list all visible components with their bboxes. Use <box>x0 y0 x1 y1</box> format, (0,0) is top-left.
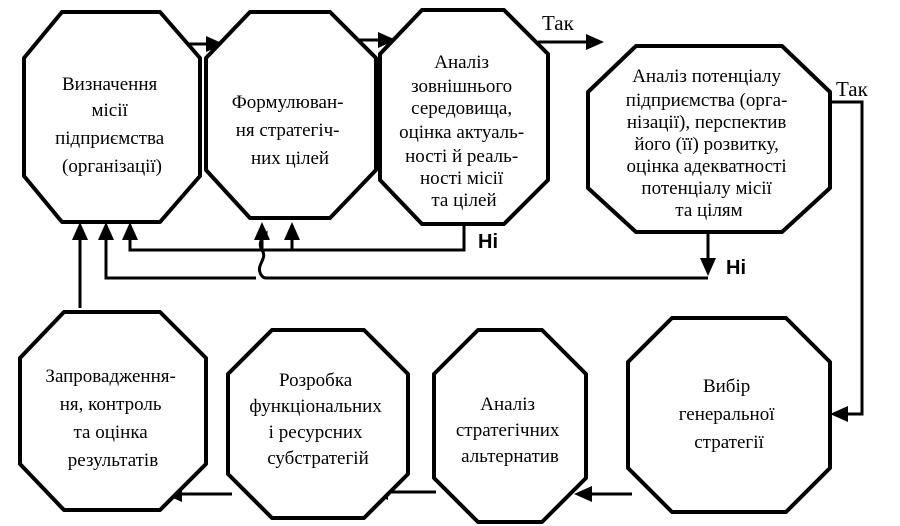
label-line: Аналіз <box>434 52 489 73</box>
label-line: його (її) розвитку, <box>634 134 778 155</box>
label-line: (організації) <box>62 156 162 177</box>
node-label: Розробка функціональних і ресурсних субс… <box>249 370 386 469</box>
edge-label-no-potential: Ні <box>726 257 746 279</box>
node-label: Формулюван- ня стратегіч- них цілей <box>232 92 349 169</box>
octagon-shape <box>226 328 410 520</box>
node-alternatives: Аналіз стратегічних альтернатив <box>432 328 588 524</box>
label-line: Формулюван- <box>232 92 344 113</box>
octagon-shape <box>22 10 202 224</box>
edge-potential-no-loop-left <box>104 238 256 280</box>
node-implementation: Запровадження- ня, контроль та оцінка ре… <box>18 310 208 512</box>
node-env-analysis: Аналіз зовнішнього середовища, оцінка ак… <box>378 8 550 226</box>
label-line: ності місії <box>420 168 504 189</box>
edge-label-no-env: Ні <box>478 231 498 253</box>
arrowhead <box>206 36 224 52</box>
label-line: нізації), перспектив <box>627 112 787 133</box>
arrowhead <box>98 222 114 240</box>
node-general-strategy: Вибір генеральної стратегії <box>626 316 832 514</box>
label-line: Запровадження- <box>45 366 175 387</box>
node-label: Аналіз потенціалу підприємства (орга- ні… <box>626 66 792 221</box>
line-crossover-hop <box>258 249 267 280</box>
node-mission: Визначення місії підприємства (організац… <box>22 10 202 224</box>
label-line: ня, контроль <box>60 394 162 415</box>
arrowhead <box>574 486 592 502</box>
arrowhead <box>72 222 88 240</box>
label-line: субстратегій <box>267 448 369 469</box>
octagon-shape <box>626 316 832 514</box>
label-line: оцінка адекватності <box>627 156 787 177</box>
label-line: Вибір <box>703 376 750 397</box>
label-line: та оцінка <box>74 422 149 443</box>
node-label: Запровадження- ня, контроль та оцінка ре… <box>45 366 180 471</box>
arrowhead <box>830 406 848 422</box>
label-line: підприємства (орга- <box>626 90 788 111</box>
label-line: Аналіз <box>480 394 535 415</box>
arrowhead <box>122 222 138 240</box>
label-line: потенціалу місії <box>641 178 772 199</box>
label-line: альтернатив <box>461 446 559 467</box>
label-line: і ресурсних <box>269 422 363 443</box>
octagon-shape <box>18 310 208 512</box>
label-line: ня стратегіч- <box>236 120 340 141</box>
label-line: ності й реаль- <box>405 146 518 167</box>
label-line: функціональних <box>249 396 382 417</box>
label-line: оцінка актуаль- <box>399 122 524 143</box>
node-potential-analysis: Аналіз потенціалу підприємства (орга- ні… <box>586 44 832 234</box>
label-line: Розробка <box>279 370 353 391</box>
arrowhead <box>284 222 300 240</box>
octagon-shape <box>204 10 378 220</box>
node-label: Визначення місії підприємства (організац… <box>55 74 169 177</box>
label-line: середовища, <box>411 98 512 119</box>
octagon-shape <box>586 44 832 234</box>
label-line: та цілям <box>675 200 742 221</box>
arrowhead <box>254 222 270 240</box>
octagon-shape <box>378 8 550 226</box>
label-line: Аналіз потенціалу <box>632 66 781 87</box>
label-line: місії <box>91 100 128 121</box>
label-line: стратегії <box>694 432 764 453</box>
node-label: Аналіз зовнішнього середовища, оцінка ак… <box>399 52 529 211</box>
edge-label-yes-top: Так <box>542 11 575 35</box>
label-line: Визначення <box>62 74 158 95</box>
edge-label-yes-right: Так <box>836 77 869 101</box>
label-line: зовнішнього <box>411 76 512 97</box>
label-line: та цілей <box>431 190 496 211</box>
arrowhead <box>378 32 396 48</box>
edge-env-no-loop <box>128 214 466 252</box>
node-label: Вибір генеральної стратегії <box>679 376 780 453</box>
label-line: результатів <box>68 450 158 471</box>
octagon-shape <box>432 328 588 524</box>
label-line: підприємства <box>55 128 165 149</box>
arrowhead <box>586 34 604 50</box>
label-line: них цілей <box>251 148 329 169</box>
node-goals: Формулюван- ня стратегіч- них цілей <box>204 10 378 220</box>
label-line: стратегічних <box>456 420 560 441</box>
edge-potential-to-strategy <box>830 100 864 416</box>
node-label: Аналіз стратегічних альтернатив <box>456 394 564 467</box>
node-substrategies: Розробка функціональних і ресурсних субс… <box>226 328 410 520</box>
label-line: генеральної <box>679 404 775 425</box>
arrowhead <box>700 258 716 276</box>
